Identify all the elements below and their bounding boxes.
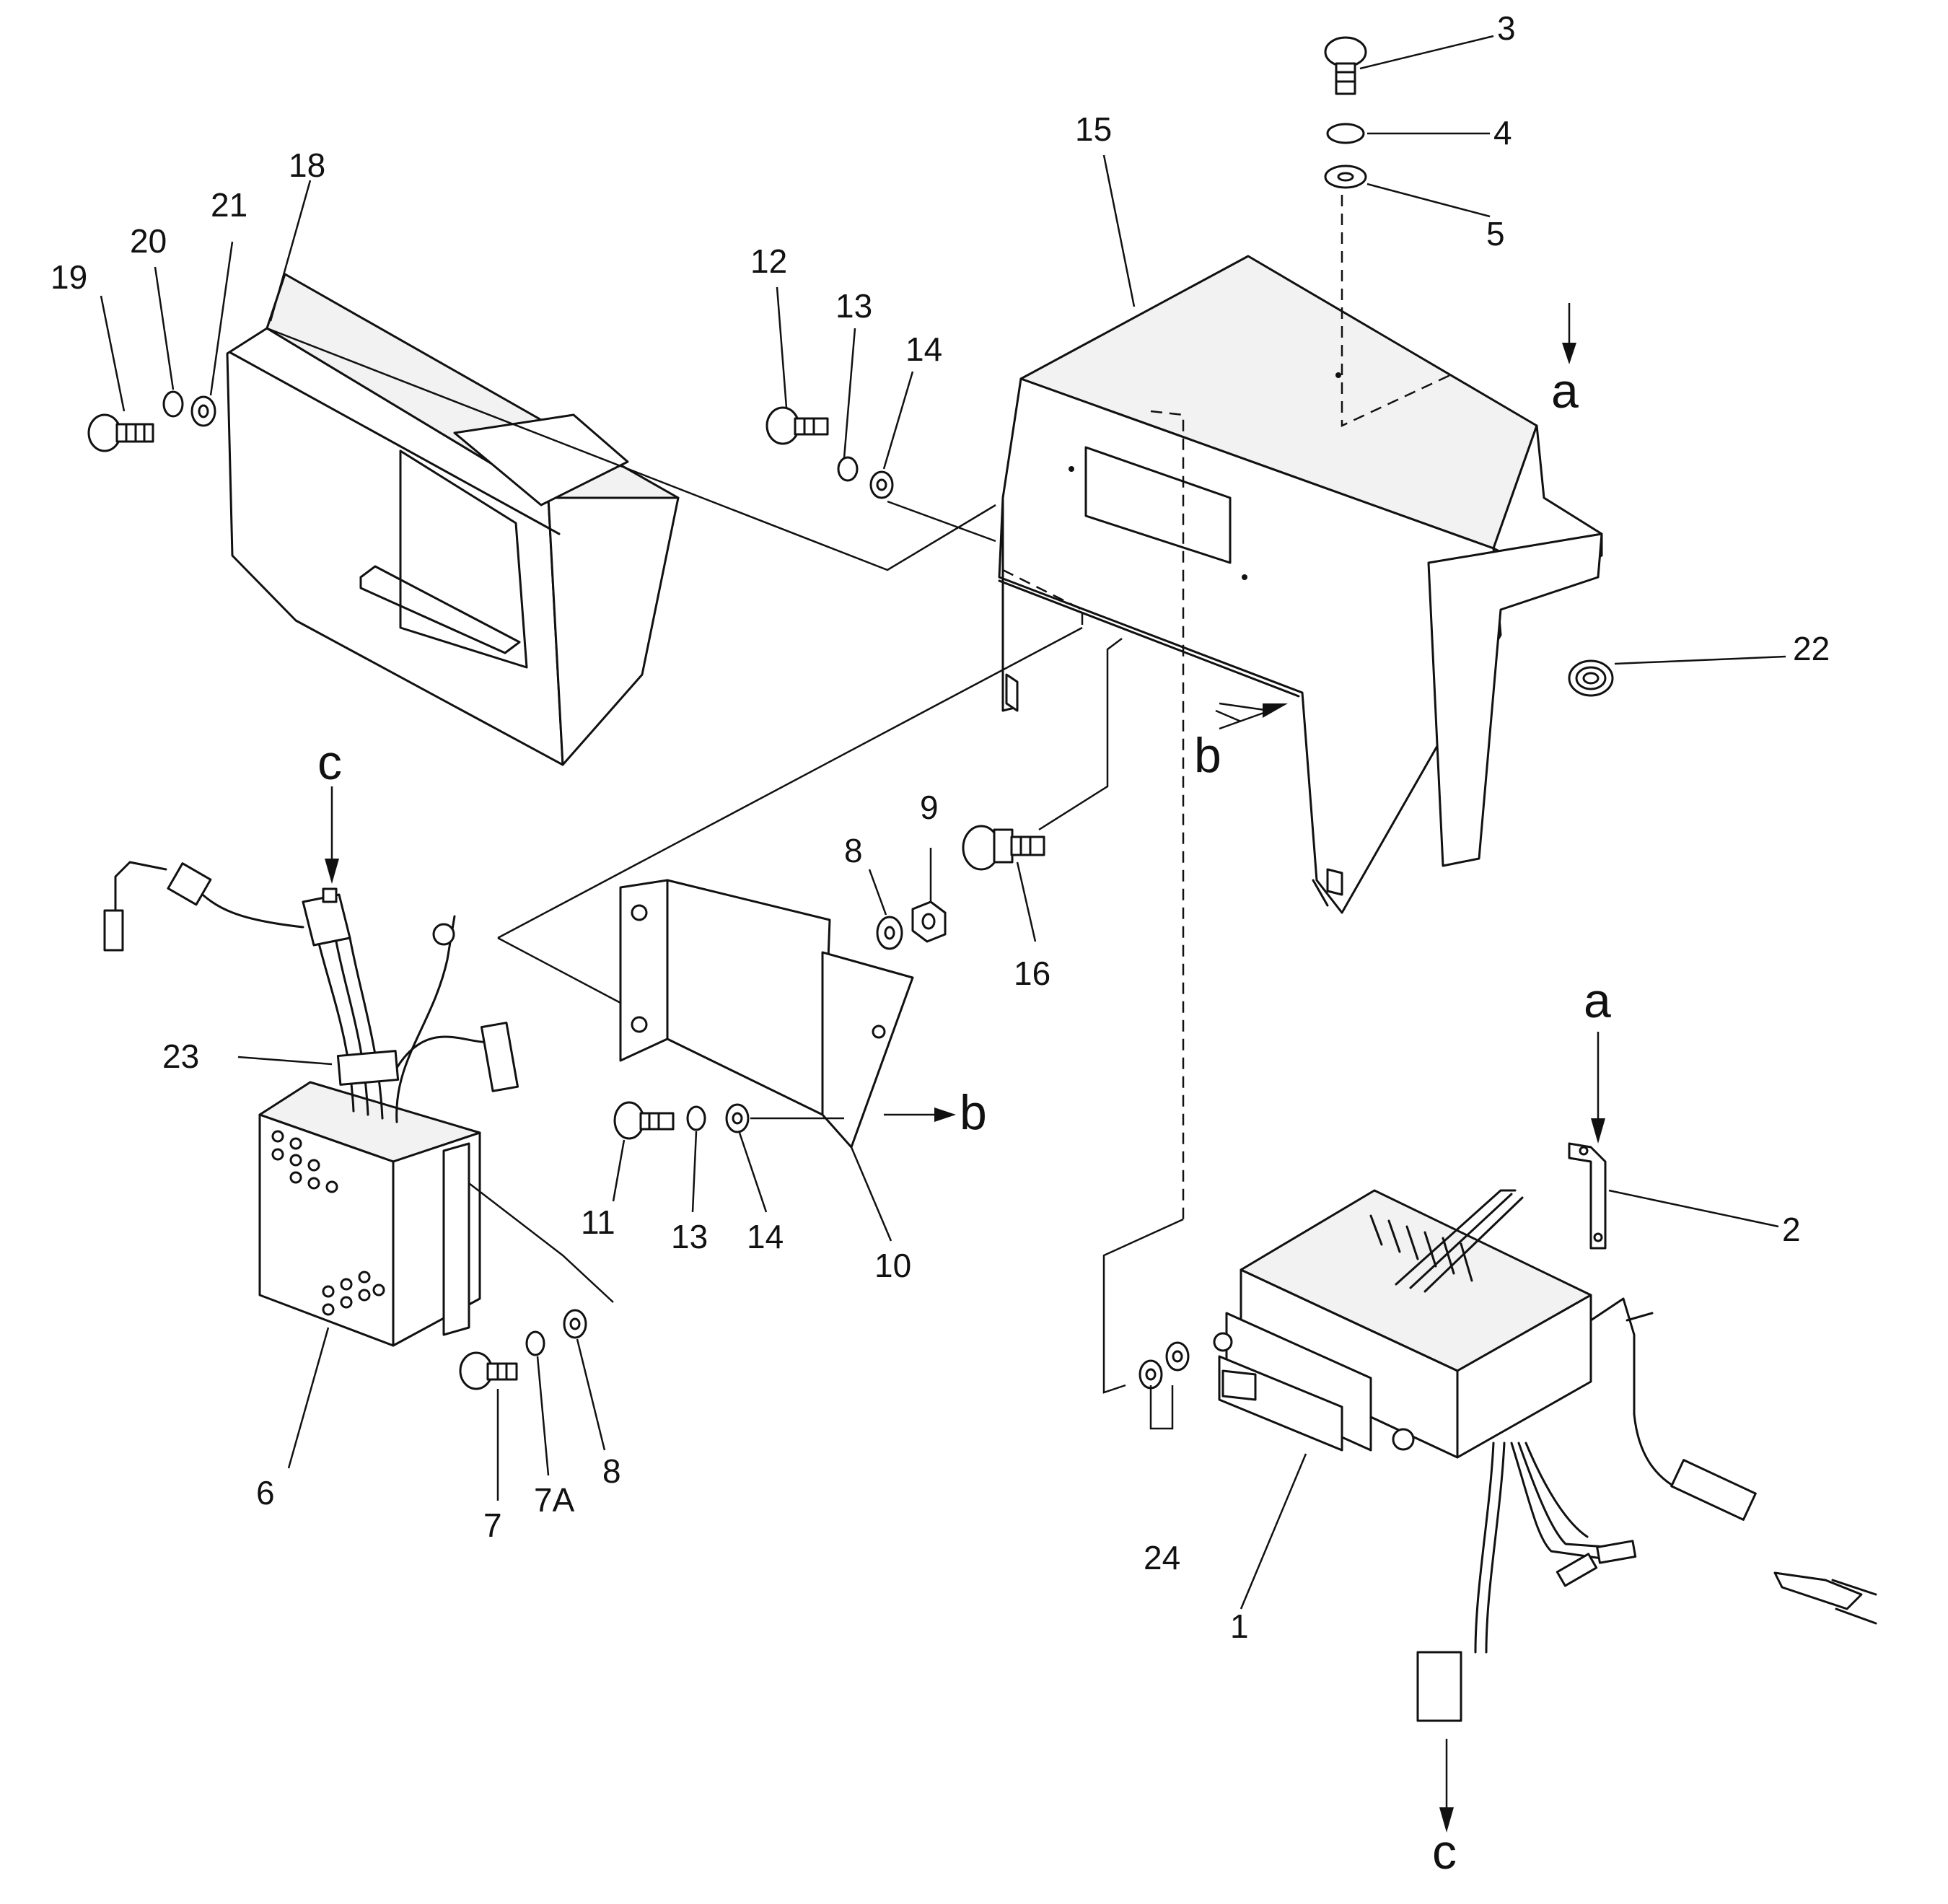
bolt-icon <box>962 825 1045 871</box>
callout-14-top: 14 <box>905 330 942 368</box>
callout-22: 22 <box>1793 630 1830 667</box>
ref-b-mid: b <box>1194 728 1221 783</box>
flat-washer-icon <box>1324 164 1367 189</box>
callout-19: 19 <box>51 258 87 296</box>
ref-c-bottom: c <box>1432 1825 1457 1879</box>
callout-9: 9 <box>920 789 939 826</box>
ref-a-bottom: a <box>1584 973 1611 1028</box>
housing-box-18 <box>226 273 680 766</box>
flat-washer-icon <box>1138 1359 1163 1390</box>
callout-8: 8 <box>602 1452 621 1490</box>
assembly-lines <box>266 195 1451 1430</box>
bracket-2 <box>1568 1142 1607 1250</box>
lock-washer-icon <box>1326 123 1365 144</box>
lock-washer-icon <box>525 1330 545 1356</box>
radio-unit-1 <box>1213 1189 1877 1722</box>
callout-3: 3 <box>1497 9 1516 47</box>
power-unit-6 <box>103 861 519 1347</box>
callout-2: 2 <box>1782 1211 1801 1248</box>
reference-labels: a a b b c c <box>317 364 1611 1879</box>
flat-washer-icon <box>190 395 216 427</box>
callout-4: 4 <box>1493 114 1512 152</box>
reference-arrows <box>325 303 1605 1833</box>
callout-8-top: 8 <box>844 832 863 869</box>
ref-c-top: c <box>317 735 342 790</box>
callout-6: 6 <box>256 1474 275 1512</box>
ref-b-right: b <box>960 1085 987 1140</box>
callout-7a: 7A <box>534 1481 575 1519</box>
callout-16: 16 <box>1014 955 1050 992</box>
callout-5: 5 <box>1486 215 1505 253</box>
flat-washer-icon <box>725 1103 750 1133</box>
vent-slots <box>1369 1214 1473 1282</box>
callout-13-bottom: 13 <box>671 1218 708 1255</box>
callout-15: 15 <box>1075 110 1112 148</box>
callout-7: 7 <box>483 1506 502 1544</box>
callout-23: 23 <box>162 1037 199 1075</box>
lock-washer-icon <box>837 456 859 482</box>
bolt-icon <box>459 1351 518 1390</box>
callout-14-bottom: 14 <box>747 1218 784 1255</box>
flat-washer-icon <box>869 470 894 499</box>
callout-21: 21 <box>211 186 247 224</box>
lock-washer-icon <box>686 1105 706 1131</box>
vent-holes <box>271 1130 385 1316</box>
callout-10: 10 <box>874 1247 911 1284</box>
callout-20: 20 <box>130 222 167 260</box>
callout-12: 12 <box>750 242 787 280</box>
grommet-icon <box>1568 659 1614 697</box>
bolt-icon <box>87 413 154 452</box>
flat-washer-icon <box>563 1309 587 1339</box>
callout-24: 24 <box>1144 1539 1180 1576</box>
callout-leaders <box>100 35 1786 1610</box>
ref-a-top: a <box>1551 364 1579 418</box>
callout-18: 18 <box>289 146 325 184</box>
bolt-icon <box>765 406 829 445</box>
bolt-icon <box>1324 36 1367 95</box>
callout-labels: 1 2 3 4 5 6 7 7A 8 8 9 10 11 13 14 12 13… <box>51 9 1830 1645</box>
flat-washer-icon <box>1165 1341 1190 1372</box>
bracket-10 <box>619 879 914 1149</box>
wire-harness-6 <box>103 861 519 1123</box>
lock-washer-icon <box>162 390 184 418</box>
callout-11: 11 <box>581 1203 615 1241</box>
callout-13-top: 13 <box>835 287 872 325</box>
nut-icon <box>911 900 947 943</box>
callout-1: 1 <box>1230 1607 1249 1645</box>
flat-washer-icon <box>876 916 903 950</box>
bolt-icon <box>613 1101 675 1140</box>
console-cover-15 <box>998 255 1603 914</box>
